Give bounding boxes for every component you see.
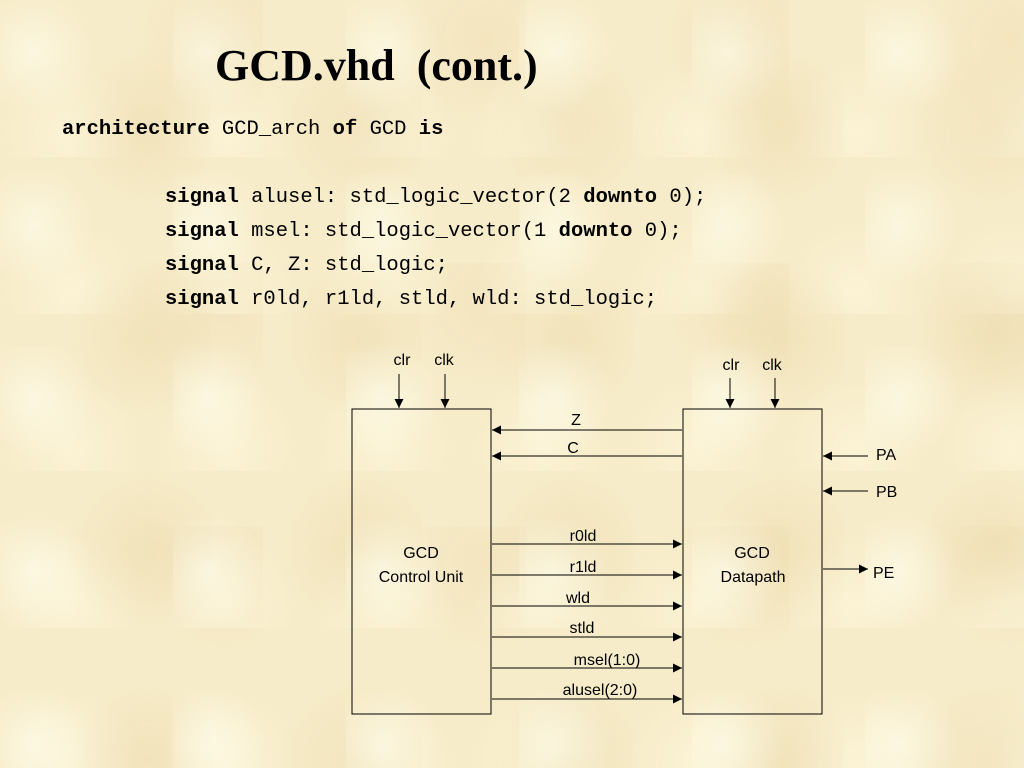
code-text: C, Z: std_logic; [238, 254, 448, 277]
r0ld-signal-label: r0ld [570, 528, 597, 545]
keyword-signal: signal [165, 288, 239, 311]
keyword-of: of [332, 118, 358, 141]
c-signal-label: C [567, 440, 579, 457]
pa-input-label: PA [876, 447, 896, 464]
keyword-signal: signal [165, 220, 239, 243]
keyword-signal: signal [165, 254, 239, 277]
code-text: 0); [632, 220, 682, 243]
signal-line-alusel: signal alusel: std_logic_vector(2 downto… [165, 181, 706, 215]
control-unit-label-1: GCD [403, 545, 439, 562]
keyword-is: is [418, 118, 444, 141]
code-text: GCD_arch [209, 118, 333, 141]
code-text: alusel: std_logic_vector(2 [238, 186, 584, 209]
control-unit-label-2: Control Unit [379, 569, 464, 586]
keyword-signal: signal [165, 186, 239, 209]
pb-input-label: PB [876, 484, 897, 501]
alusel-signal-label: alusel(2:0) [563, 682, 638, 699]
signal-line-loads: signal r0ld, r1ld, stld, wld: std_logic; [165, 283, 706, 317]
keyword-downto: downto [583, 186, 658, 209]
keyword-downto: downto [558, 220, 633, 243]
control-unit-clr-label: clr [394, 352, 412, 369]
signal-line-cz: signal C, Z: std_logic; [165, 249, 706, 283]
datapath-label-1: GCD [734, 545, 770, 562]
code-text: r0ld, r1ld, stld, wld: std_logic; [238, 288, 658, 311]
datapath-clr-label: clr [723, 357, 741, 374]
keyword-architecture: architecture [62, 118, 210, 141]
datapath-clk-label: clk [762, 357, 783, 374]
signal-declarations: signal alusel: std_logic_vector(2 downto… [165, 181, 706, 317]
pe-output-label: PE [873, 565, 894, 582]
datapath-box [682, 408, 823, 715]
code-text: msel: std_logic_vector(1 [238, 220, 559, 243]
architecture-line: architecture GCD_arch of GCD is [62, 113, 443, 147]
page-title: GCD.vhd (cont.) [215, 41, 538, 90]
msel-signal-label: msel(1:0) [574, 652, 641, 669]
wld-signal-label: wld [565, 590, 590, 607]
code-text: 0); [657, 186, 707, 209]
control-unit-box [351, 408, 492, 715]
r1ld-signal-label: r1ld [570, 559, 597, 576]
stld-signal-label: stld [570, 620, 595, 637]
datapath-label-2: Datapath [721, 569, 786, 586]
control-unit-clk-label: clk [434, 352, 455, 369]
signal-line-msel: signal msel: std_logic_vector(1 downto 0… [165, 215, 706, 249]
code-text: GCD [357, 118, 419, 141]
z-signal-label: Z [571, 412, 581, 429]
